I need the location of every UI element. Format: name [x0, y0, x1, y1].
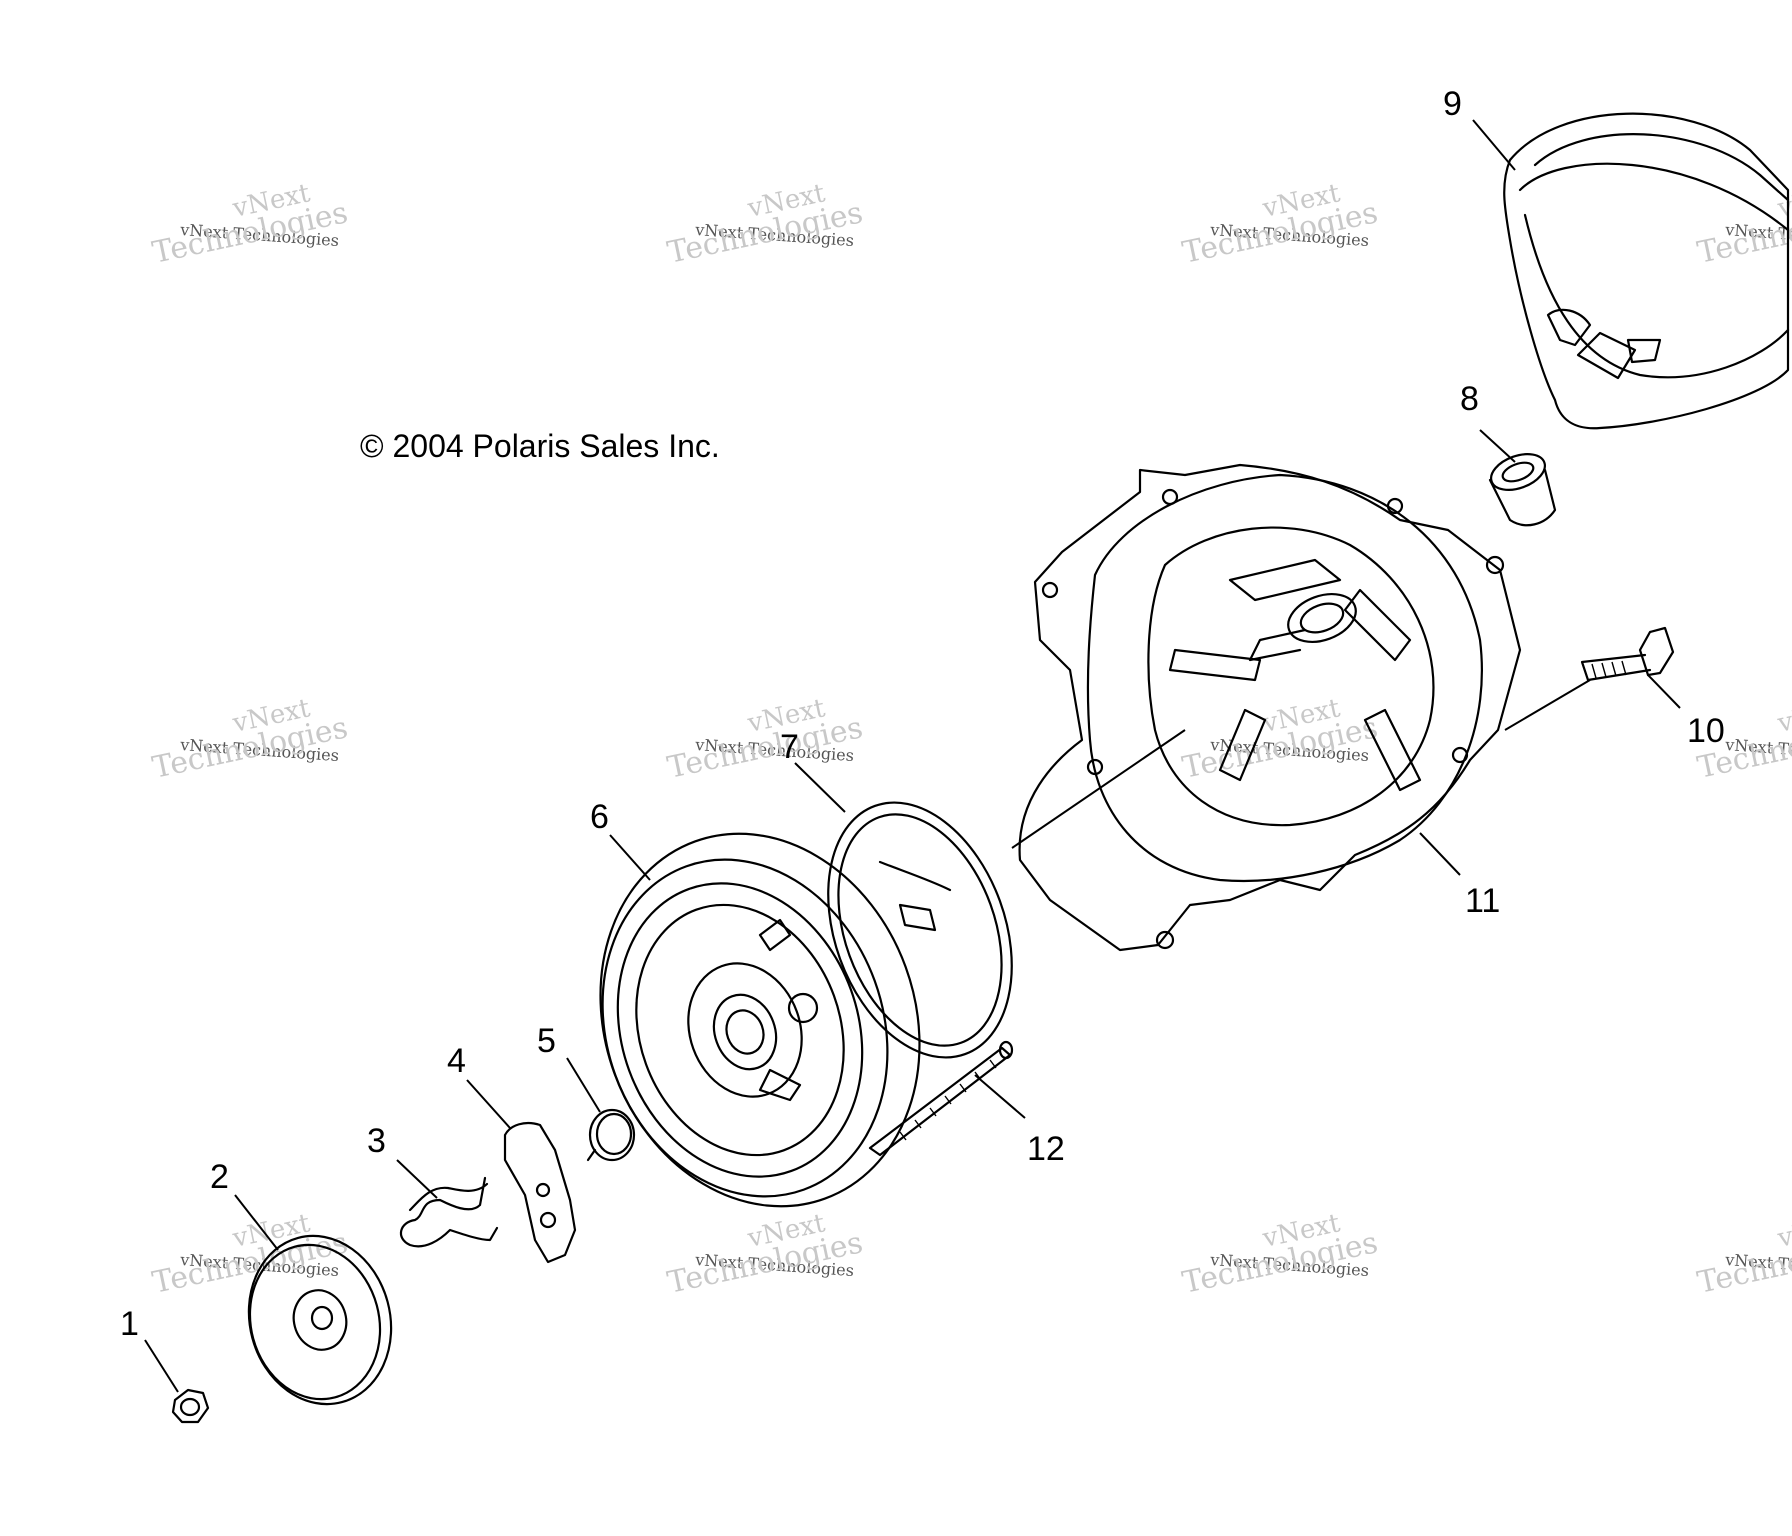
part-7-spring	[827, 801, 1013, 1059]
part-10-bolt	[1580, 626, 1675, 682]
part-9-rope-handle	[1503, 112, 1790, 430]
callout-12: 12	[1027, 1130, 1065, 1168]
callout-7: 7	[780, 728, 799, 766]
part-1-nut	[171, 1388, 210, 1424]
leader-3	[396, 1159, 438, 1199]
callout-9: 9	[1443, 85, 1462, 123]
part-2-plate	[247, 1234, 393, 1406]
axis-line-middle	[1011, 729, 1186, 849]
callout-10: 10	[1687, 712, 1725, 750]
part-11-housing	[1018, 463, 1522, 952]
leader-4	[466, 1079, 511, 1129]
callout-3: 3	[367, 1122, 386, 1160]
callout-6: 6	[590, 798, 609, 836]
leader-8	[1479, 429, 1516, 463]
part-5-spring	[586, 1108, 636, 1162]
leader-11	[1419, 832, 1461, 876]
callout-1: 1	[120, 1305, 139, 1343]
copyright-notice: © 2004 Polaris Sales Inc.	[360, 428, 720, 464]
leader-2	[234, 1194, 279, 1251]
part-4-pawl	[503, 1121, 577, 1264]
part-3-clip	[399, 1176, 499, 1248]
part-6-pulley	[599, 832, 952, 1208]
leader-1	[144, 1339, 179, 1393]
leader-5	[566, 1057, 601, 1113]
leader-6	[609, 834, 651, 881]
leader-7	[794, 762, 846, 813]
callout-2: 2	[210, 1158, 229, 1196]
callout-5: 5	[537, 1022, 556, 1060]
axis-line-upper	[1504, 679, 1591, 731]
callout-4: 4	[447, 1042, 466, 1080]
callout-11: 11	[1465, 882, 1500, 920]
leader-12	[974, 1074, 1026, 1119]
callout-8: 8	[1460, 380, 1479, 418]
part-8-bushing	[1488, 453, 1557, 527]
part-12-rope	[868, 1040, 1014, 1157]
leader-9	[1472, 119, 1516, 171]
leader-10	[1647, 674, 1681, 709]
